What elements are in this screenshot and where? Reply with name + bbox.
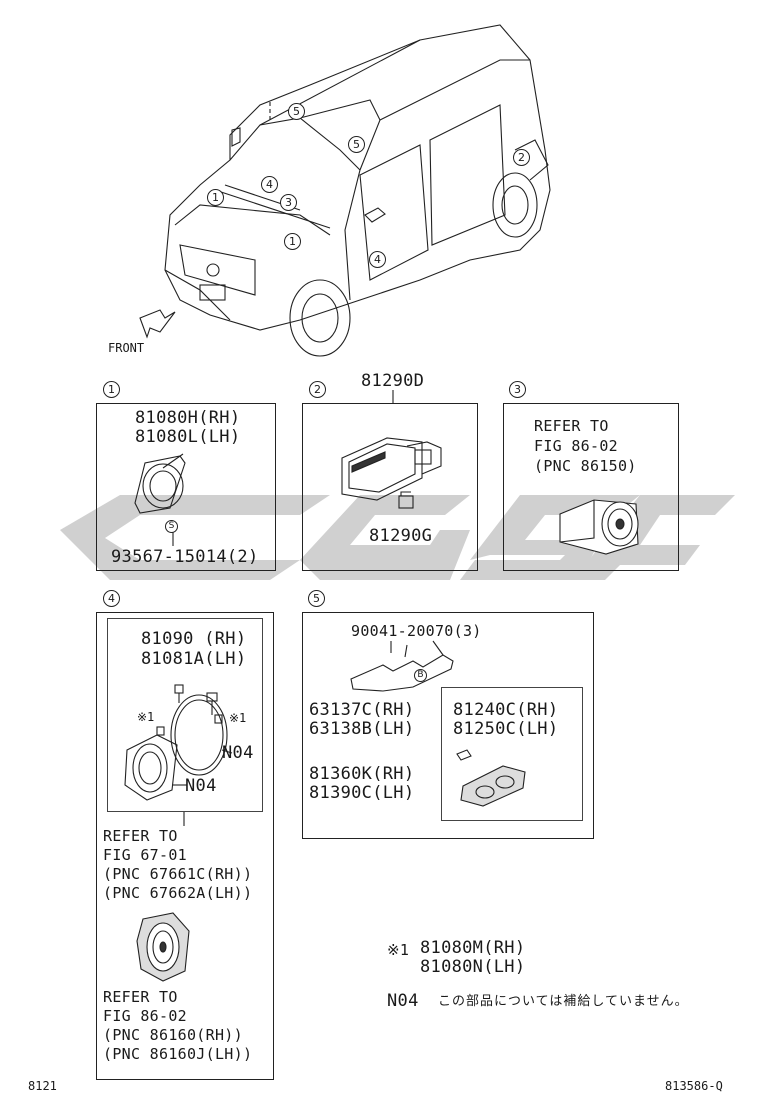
box4-note-mark-right: ※1 bbox=[229, 711, 247, 725]
box1-screw-part: 93567-15014(2) bbox=[111, 547, 259, 567]
box4-callout: 4 bbox=[103, 590, 120, 607]
box5-roof-lamp: 90041-20070(3) B 63137C(RH) 63138B(LH) 8… bbox=[302, 612, 594, 839]
legend-n04-text: この部品については補給していません。 bbox=[438, 994, 689, 1009]
box5-bracket-rh: 63137C(RH) bbox=[309, 700, 415, 720]
box1-part-lh: 81080L(LH) bbox=[135, 427, 241, 447]
roof-lamp-drawing bbox=[456, 749, 526, 807]
box5-bulb-lh: 81250C(LH) bbox=[453, 719, 559, 739]
box4-leader bbox=[183, 812, 185, 826]
box5-lamp-lh: 81390C(LH) bbox=[309, 783, 415, 803]
legend-note-lh: 81080N(LH) bbox=[420, 957, 526, 977]
footer-right-code: 813586-Q bbox=[665, 1079, 723, 1093]
box4-ref2-line4: (PNC 86160J(LH)) bbox=[103, 1045, 253, 1063]
legend-note-rh: 81080M(RH) bbox=[420, 938, 526, 958]
box3-speaker-ref: REFER TO FIG 86-02 (PNC 86150) bbox=[503, 403, 679, 571]
box5-bulb-rh: 81240C(RH) bbox=[453, 700, 559, 720]
box4-ref1-line4: (PNC 67662A(LH)) bbox=[103, 884, 253, 902]
box4-ref1-line2: FIG 67-01 bbox=[103, 846, 187, 864]
callout-1-door: 1 bbox=[284, 233, 301, 250]
box4-part-lh: 81081A(LH) bbox=[141, 649, 247, 669]
box1-part-rh: 81080H(RH) bbox=[135, 408, 241, 428]
tweeter-speaker-drawing bbox=[134, 453, 186, 514]
callout-3-dash: 3 bbox=[280, 194, 297, 211]
roof-bracket-drawing bbox=[350, 640, 454, 692]
box3-ref-line3: (PNC 86150) bbox=[534, 457, 637, 475]
box1-callout: 1 bbox=[103, 381, 120, 398]
box5-callout: 5 bbox=[308, 590, 325, 607]
switch-unit-drawing bbox=[341, 437, 442, 501]
callout-5-roof-front: 5 bbox=[288, 103, 305, 120]
box4-n04-ring: N04 bbox=[222, 743, 254, 763]
callout-4-dash: 4 bbox=[261, 176, 278, 193]
box5-inner-frame bbox=[441, 687, 583, 821]
box3-speaker-drawing bbox=[559, 499, 639, 555]
box4-ref1-line1: REFER TO bbox=[103, 827, 178, 845]
box5-clip-part: 90041-20070(3) bbox=[351, 622, 482, 640]
box4-ref2-line3: (PNC 86160(RH)) bbox=[103, 1026, 243, 1044]
box5-clip-mark: B bbox=[414, 669, 427, 682]
legend-n04-code: N04 bbox=[387, 991, 419, 1011]
box3-callout: 3 bbox=[509, 381, 526, 398]
box1-speaker-tweeter: 81080H(RH) 81080L(LH) S 93567-15014(2) bbox=[96, 403, 276, 571]
box4-ref1-line3: (PNC 67661C(RH)) bbox=[103, 865, 253, 883]
callout-2-rear: 2 bbox=[513, 149, 530, 166]
box5-lamp-rh: 81360K(RH) bbox=[309, 764, 415, 784]
legend-note-mark: ※1 bbox=[387, 941, 410, 959]
box2-switch: 81290G bbox=[302, 403, 478, 571]
box4-door-speaker: 81090 (RH) 81081A(LH) ※1 ※1 N04 N04 REFE… bbox=[96, 612, 274, 1080]
box2-part-top: 81290D bbox=[361, 371, 425, 391]
vehicle-illustration bbox=[139, 24, 551, 357]
box4-n04-speaker: N04 bbox=[185, 776, 217, 796]
front-label: FRONT bbox=[108, 341, 145, 355]
box4-speaker-ref-drawing bbox=[136, 912, 190, 982]
box4-part-rh: 81090 (RH) bbox=[141, 629, 247, 649]
footer-left-code: 8121 bbox=[28, 1079, 57, 1093]
box4-note-mark-left: ※1 bbox=[137, 710, 155, 724]
box2-leader bbox=[392, 390, 394, 404]
box3-ref-line1: REFER TO bbox=[534, 417, 609, 435]
box4-ref2-line1: REFER TO bbox=[103, 988, 178, 1006]
screw-mark: S bbox=[165, 520, 178, 533]
box4-inner-frame bbox=[107, 618, 263, 812]
box3-ref-line2: FIG 86-02 bbox=[534, 437, 618, 455]
box4-ref2-line2: FIG 86-02 bbox=[103, 1007, 187, 1025]
box5-bracket-lh: 63138B(LH) bbox=[309, 719, 415, 739]
switch-bulb-drawing bbox=[398, 491, 414, 509]
door-speaker-drawing bbox=[124, 684, 233, 801]
callout-5-roof-rear: 5 bbox=[348, 136, 365, 153]
box2-part-bottom: 81290G bbox=[369, 526, 433, 546]
callout-1-hood: 1 bbox=[207, 189, 224, 206]
box2-callout: 2 bbox=[309, 381, 326, 398]
screw-leader bbox=[172, 532, 174, 546]
callout-4-door: 4 bbox=[369, 251, 386, 268]
